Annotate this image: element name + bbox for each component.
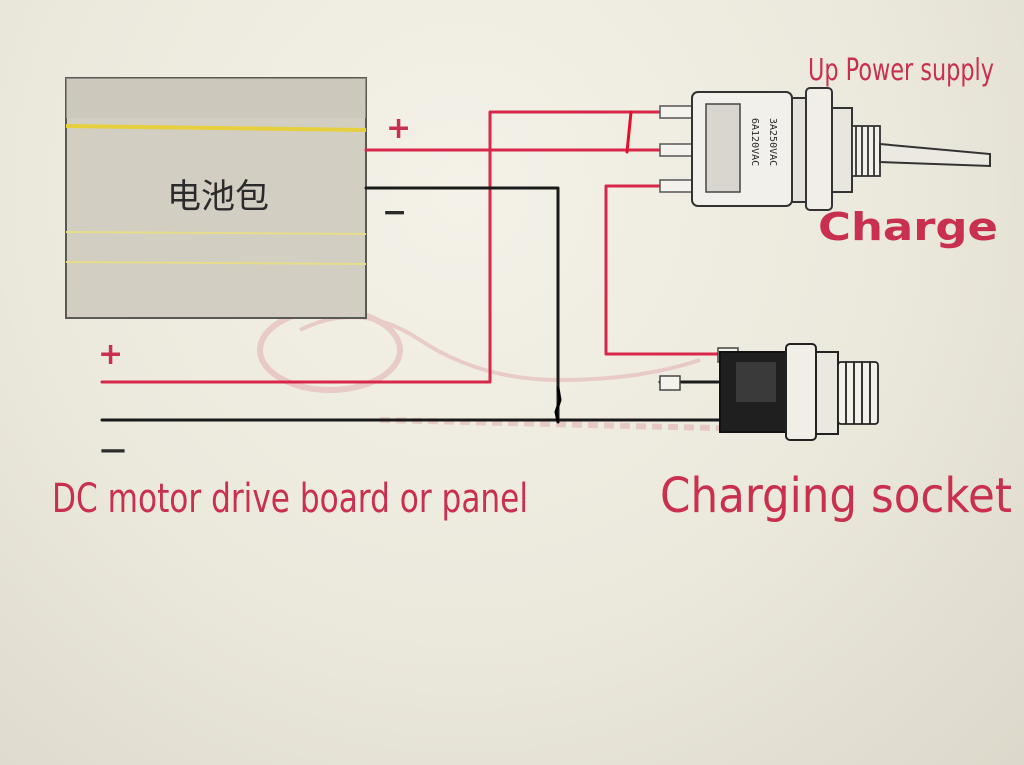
switch-up-label: Up Power supply [808, 53, 994, 88]
switch-charge-label: Charge [818, 205, 998, 249]
battery-pack: 电池包 [65, 77, 367, 319]
battery-label: 电池包 [167, 177, 269, 217]
battery-minus-sign: − [382, 195, 407, 230]
red-wire-switch-to-load [100, 110, 692, 384]
switch-lever [879, 142, 991, 168]
load-minus-sign: — [100, 435, 126, 465]
load-label: DC motor drive board or panel [52, 476, 528, 522]
switch-rating-1: 3A250VAC [767, 118, 778, 166]
battery-stripe [65, 124, 367, 132]
black-wire-battery [364, 186, 560, 422]
black-jumper [554, 386, 562, 424]
load-plus-sign: + [98, 337, 123, 372]
toggle-switch: 3A250VAC 6A120VAC [659, 87, 991, 211]
switch-rating-2: 6A120VAC [749, 118, 760, 166]
red-wire-switch-to-socket [604, 184, 720, 356]
socket-label: Charging socket [660, 468, 1012, 524]
battery-plus-sign: + [386, 111, 411, 146]
red-jumper [625, 110, 633, 154]
charging-socket [659, 343, 879, 441]
